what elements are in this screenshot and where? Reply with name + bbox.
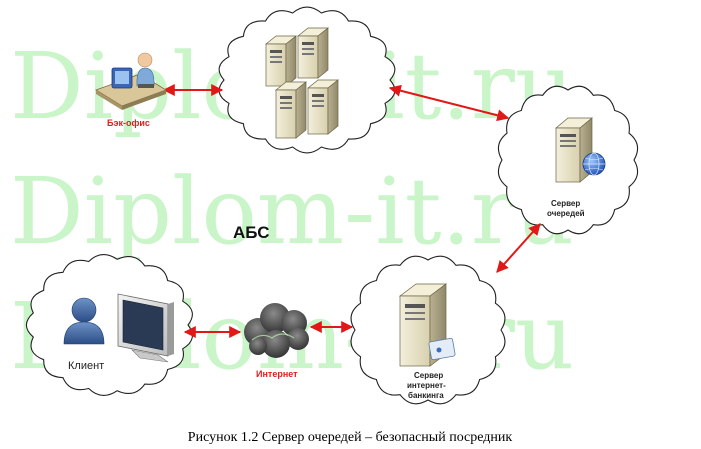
client-person-icon — [63, 297, 105, 345]
connector-abs-queue — [388, 84, 510, 122]
ib-server-icon — [398, 283, 456, 367]
watermark-line-2: Diplom-it.ru — [10, 158, 574, 265]
internet-cloud-icon — [244, 303, 309, 358]
client-label: Клиент — [68, 360, 104, 372]
back-office-label: Бэк-офис — [107, 118, 150, 128]
client-cloud — [25, 254, 193, 396]
figure-caption: Рисунок 1.2 Сервер очередей – безопасный… — [188, 430, 513, 445]
ib-server-label-line1: Сервер — [414, 371, 443, 380]
abs-cloud — [218, 6, 396, 154]
connector-queue-ibserver — [496, 223, 541, 273]
internet-label: Интернет — [256, 369, 298, 379]
ib-server-label-line3: банкинга — [408, 391, 444, 400]
secure-card-icon — [428, 337, 456, 361]
back-office-workstation-icon — [95, 52, 167, 110]
client-monitor-icon — [117, 293, 174, 363]
queue-server-label-line2: очередей — [547, 209, 585, 218]
ib-server-label-line2: интернет- — [407, 381, 446, 390]
queue-server-label-line1: Сервер — [551, 199, 580, 208]
abs-server-cluster-icon — [265, 27, 339, 139]
abs-label: АБС — [233, 223, 270, 242]
queue-server-icon — [555, 117, 606, 183]
connectors — [162, 84, 541, 338]
